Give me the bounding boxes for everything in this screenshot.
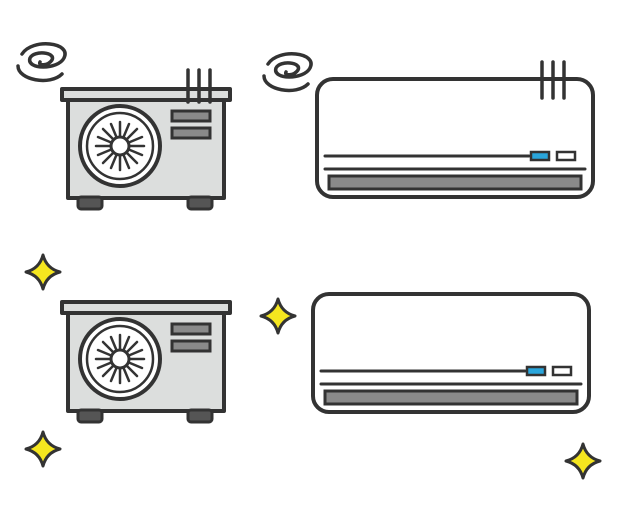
dizzy-swirl-icon (16, 42, 67, 83)
sparkle-icon (24, 253, 62, 291)
heat-lines-icon (540, 60, 566, 100)
indoor-ac-unit-icon (311, 292, 591, 414)
sparkle-icon (259, 297, 297, 335)
outdoor-ac-unit-icon (60, 87, 232, 211)
dizzy-swirl-icon (262, 52, 313, 93)
sparkle-icon (564, 442, 602, 480)
outdoor-ac-unit-icon (60, 300, 232, 424)
sparkle-icon (24, 430, 62, 468)
heat-lines-icon (186, 68, 212, 104)
